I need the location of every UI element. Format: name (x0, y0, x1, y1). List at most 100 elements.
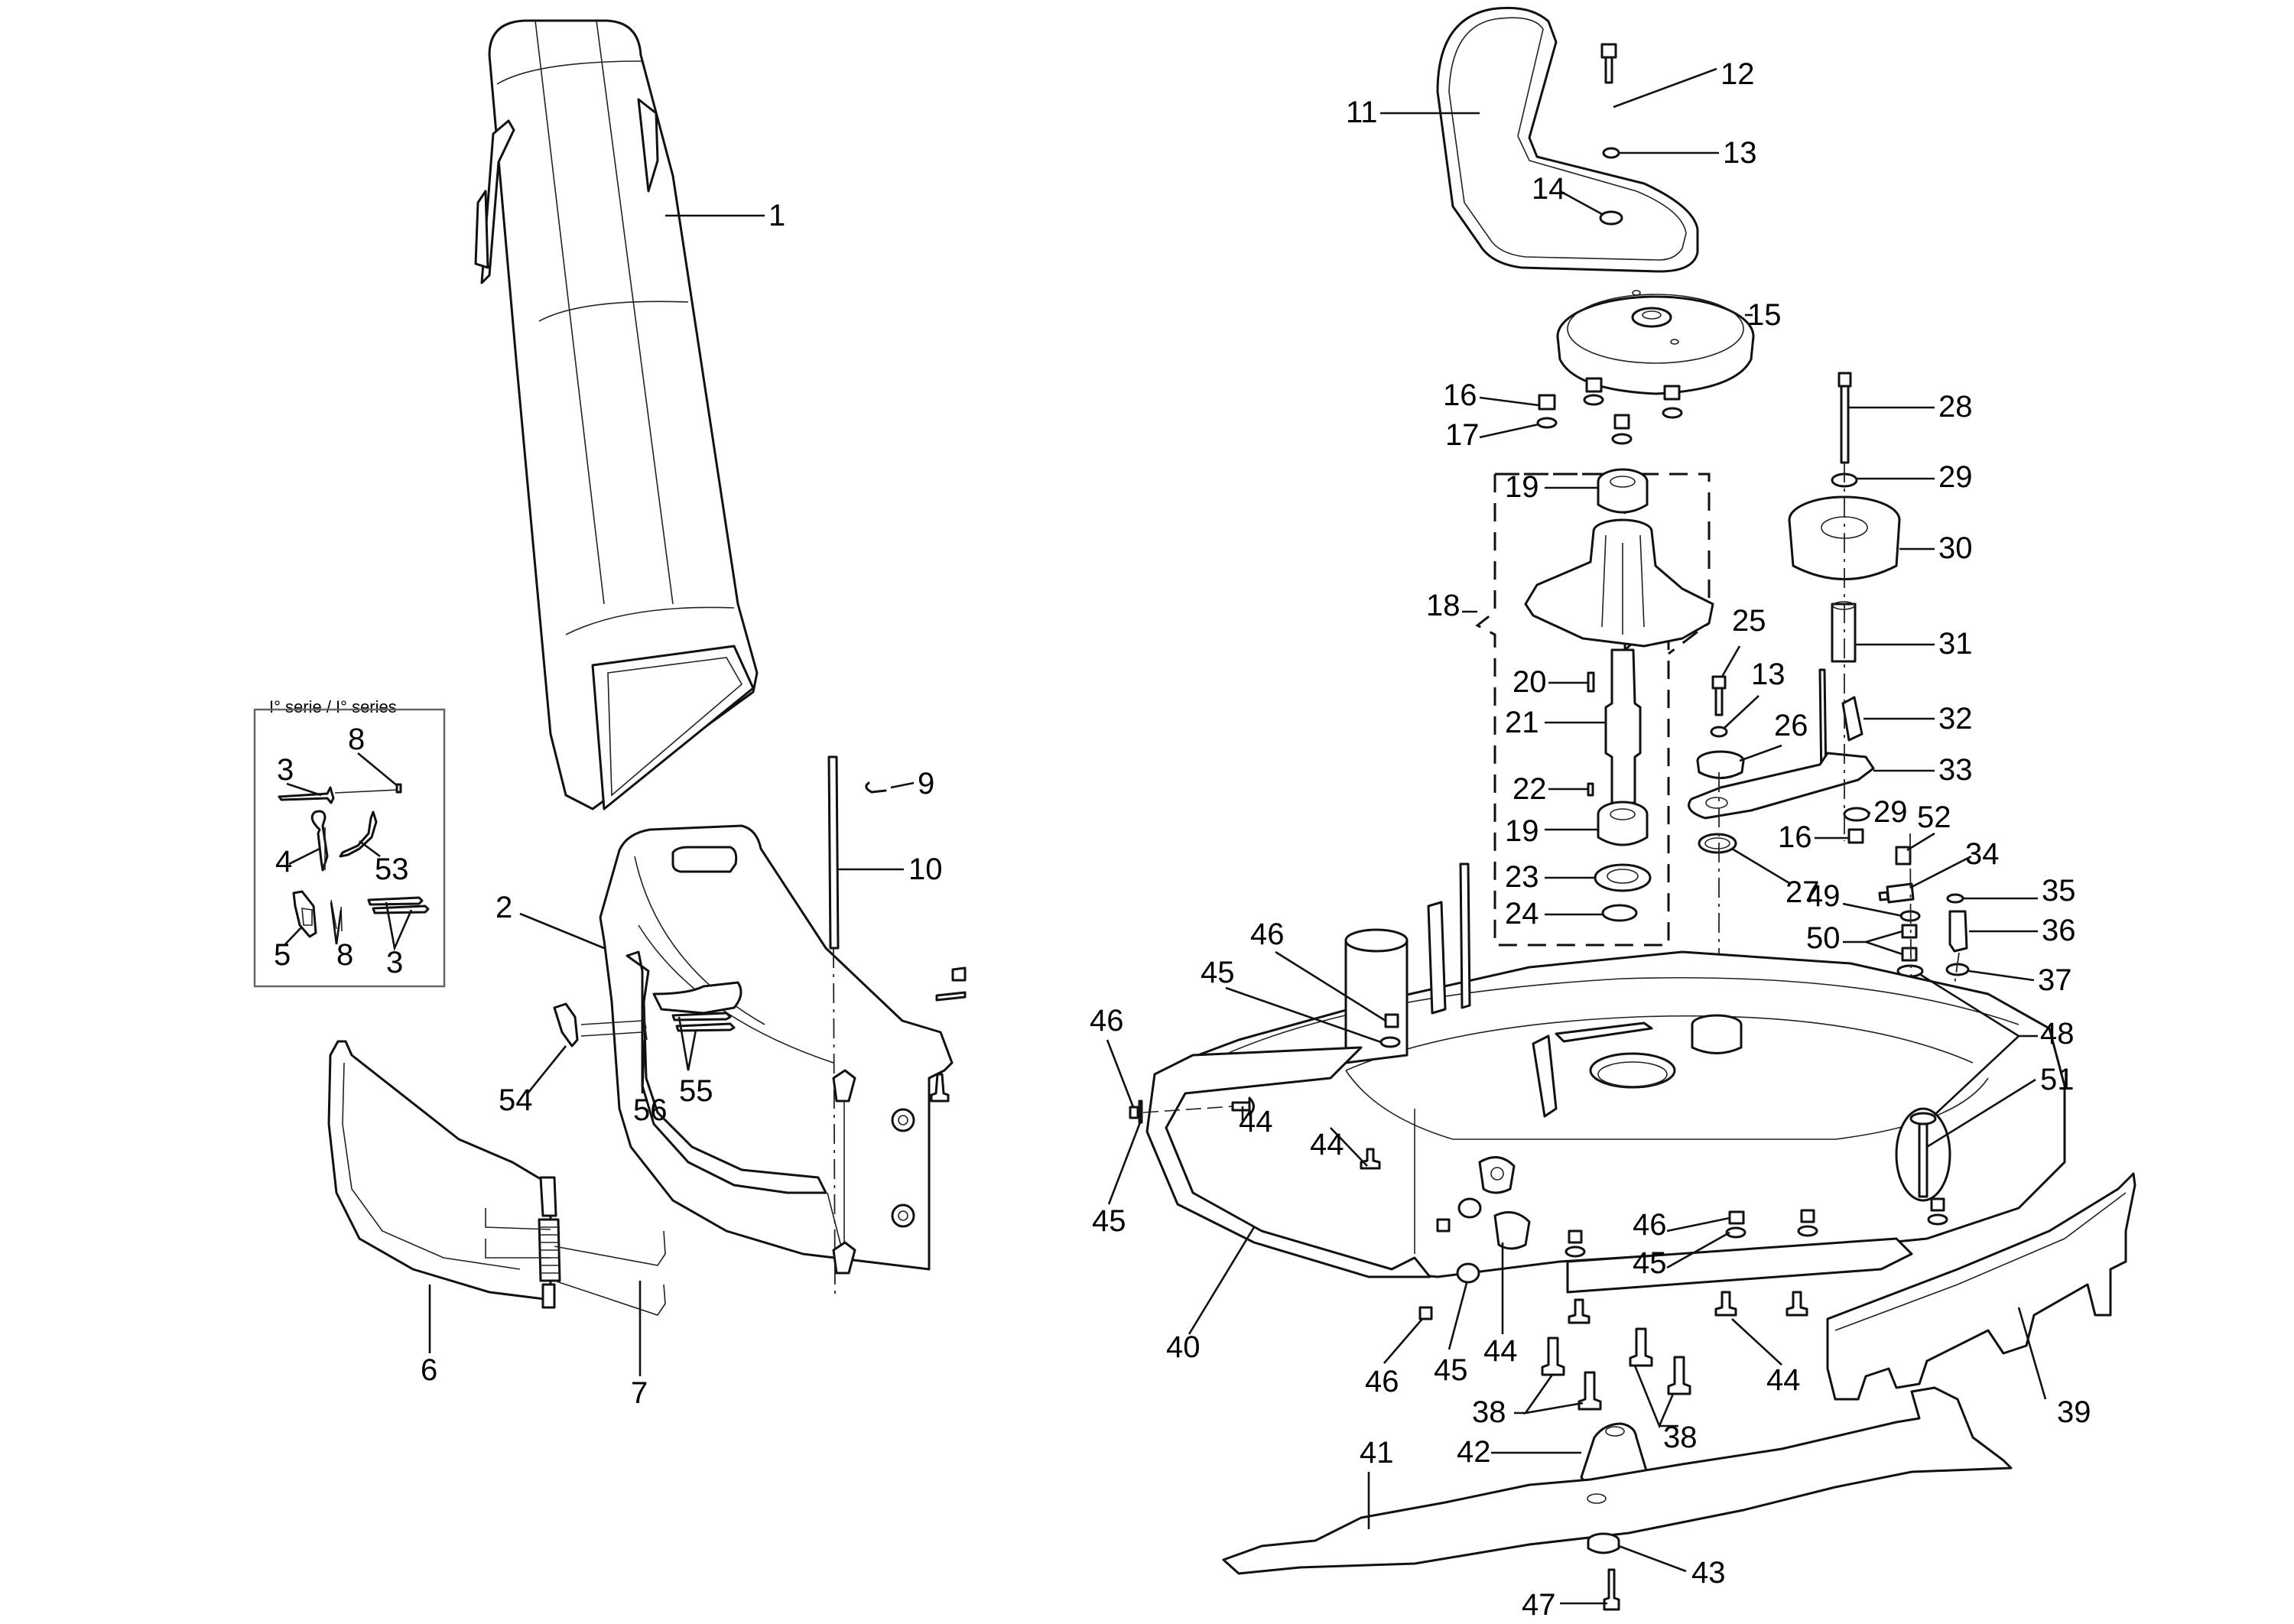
inset-callout-4: 4 (275, 845, 320, 879)
callout-44: 44 (1310, 1127, 1368, 1167)
callout-27: 27 (1731, 847, 1820, 909)
part-number-label: 25 (1732, 604, 1766, 638)
callout-9: 9 (890, 767, 934, 801)
leader-line (357, 752, 398, 788)
leader-line (1720, 645, 1741, 677)
leader-line (1633, 1365, 1678, 1429)
part-number-label: 34 (1965, 837, 2000, 871)
spindle-pulley-part (1556, 290, 1755, 395)
part-number-label: 37 (2038, 963, 2072, 997)
part-number-label: 21 (1505, 706, 1539, 739)
callout-46: 46 (1090, 1004, 1135, 1108)
leader-line (288, 847, 320, 866)
part-number-label: 35 (2042, 874, 2076, 908)
callout-46: 46 (1365, 1318, 1423, 1398)
spindle-shaft-part (1587, 648, 1642, 804)
leader-line (1514, 1374, 1584, 1415)
callout-55: 55 (677, 1016, 713, 1108)
callout-45: 45 (1434, 1282, 1468, 1387)
part-number-label: 42 (1457, 1435, 1491, 1469)
leader-line (1926, 1078, 2036, 1148)
callout-21: 21 (1505, 706, 1606, 739)
blade-bolts-part (1541, 1291, 1808, 1411)
leader-line (1618, 1544, 1687, 1573)
callout-24: 24 (1505, 897, 1603, 931)
leader-line (1559, 190, 1603, 216)
callout-13: 13 (1620, 136, 1757, 170)
callout-13: 13 (1724, 658, 1785, 729)
part-number-label: 52 (1917, 801, 1951, 834)
part-number-label: 31 (1938, 627, 1973, 661)
blade-bolt-part (1587, 1532, 1620, 1611)
leader-line (284, 926, 303, 945)
part-number-label: 7 (631, 1376, 648, 1410)
callout-20: 20 (1513, 665, 1588, 699)
callout-46: 46 (1250, 918, 1386, 1022)
callout-18: 18 (1426, 589, 1477, 622)
leader-line (359, 840, 381, 858)
part-number-label: 44 (1310, 1128, 1344, 1161)
leader-line (1275, 950, 1386, 1022)
part-number-label: 3 (386, 946, 403, 979)
part-number-label: 1 (768, 199, 785, 232)
inset-callout-5: 5 (274, 926, 303, 972)
callout-30: 30 (1899, 531, 1973, 565)
callout-25: 25 (1720, 604, 1766, 677)
part-number-label: 47 (1522, 1588, 1556, 1622)
inset-callout-8: 8 (348, 723, 398, 788)
drive-belt-part (1436, 6, 1699, 273)
part-number-label: 44 (1766, 1363, 1801, 1397)
leader-line (677, 1016, 697, 1071)
discharge-chute-part (474, 19, 759, 810)
callout-labels: 1267910111213141516171819202122192324251… (421, 57, 2091, 1622)
callout-7: 7 (631, 1281, 648, 1410)
callout-44: 44 (1731, 1318, 1801, 1397)
callout-11: 11 (1346, 96, 1480, 129)
callout-33: 33 (1873, 753, 1973, 787)
part-number-label: 29 (1938, 460, 1973, 494)
leader-line (385, 901, 413, 952)
callout-10: 10 (837, 853, 943, 886)
leader-line (1107, 1122, 1142, 1205)
cutting-deck-part (1145, 862, 2066, 1278)
callout-23: 23 (1505, 860, 1595, 894)
part-number-label: 49 (1806, 879, 1841, 913)
part-number-label: 28 (1938, 390, 1973, 424)
part-number-label: 53 (375, 853, 409, 886)
leader-line (1188, 1226, 1256, 1335)
callout-45: 45 (1092, 1122, 1142, 1238)
deflector-housing-part (599, 824, 967, 1275)
part-number-label: 36 (2042, 914, 2076, 947)
callout-49: 49 (1806, 879, 1903, 918)
part-number-label: 20 (1513, 665, 1547, 699)
spindle-bearing-top-part (1597, 468, 1649, 514)
leader-line (890, 781, 915, 789)
leader-line (1479, 396, 1539, 407)
height-adjuster-part (1878, 833, 1970, 1086)
callout-29: 29 (1857, 460, 1973, 494)
callout-22: 22 (1513, 772, 1588, 806)
spindle-nuts-part (1536, 377, 1683, 445)
callout-6: 6 (421, 1285, 437, 1387)
leader-line (1225, 986, 1382, 1044)
part-number-label: 29 (1873, 795, 1908, 829)
leader-line (1906, 832, 1935, 852)
leader-line (1330, 1127, 1368, 1167)
callout-2: 2 (496, 891, 605, 950)
callout-44: 44 (1483, 1242, 1518, 1368)
callout-42: 42 (1457, 1435, 1581, 1469)
callout-19: 19 (1505, 814, 1598, 848)
leader-line (1731, 847, 1790, 885)
callout-35: 35 (1964, 874, 2076, 908)
leader-line (1724, 695, 1759, 729)
callout-47: 47 (1522, 1588, 1607, 1622)
part-number-label: 48 (2040, 1017, 2075, 1051)
part-number-label: 12 (1720, 57, 1755, 91)
part-number-label: 46 (1365, 1365, 1399, 1398)
leader-line (1911, 855, 1972, 888)
part-number-label: 22 (1513, 772, 1547, 806)
callout-17: 17 (1445, 418, 1539, 452)
part-number-label: 2 (496, 891, 512, 924)
callout-56: 56 (633, 1028, 668, 1127)
leader-line (1739, 744, 1782, 762)
